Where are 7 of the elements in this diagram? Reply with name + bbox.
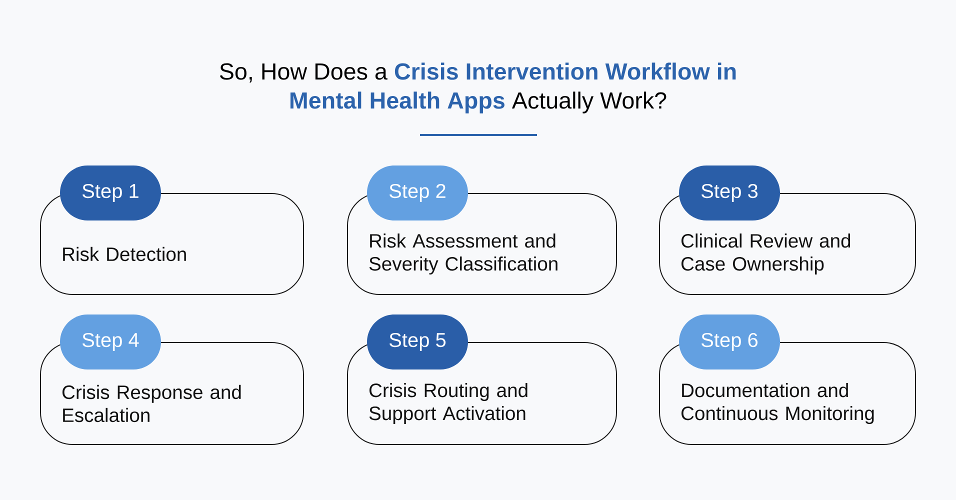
step-badge: Step 2 <box>367 166 468 220</box>
step-badge: Step 6 <box>679 314 780 370</box>
step-badge: Step 1 <box>60 166 161 220</box>
title: So, How Does a Crisis Intervention Workflow in Mental Health Apps Actually Work? <box>220 62 736 114</box>
step-badge: Step 4 <box>60 314 161 370</box>
step-badge: Step 5 <box>367 314 468 370</box>
step-badge: Step 3 <box>679 166 780 220</box>
